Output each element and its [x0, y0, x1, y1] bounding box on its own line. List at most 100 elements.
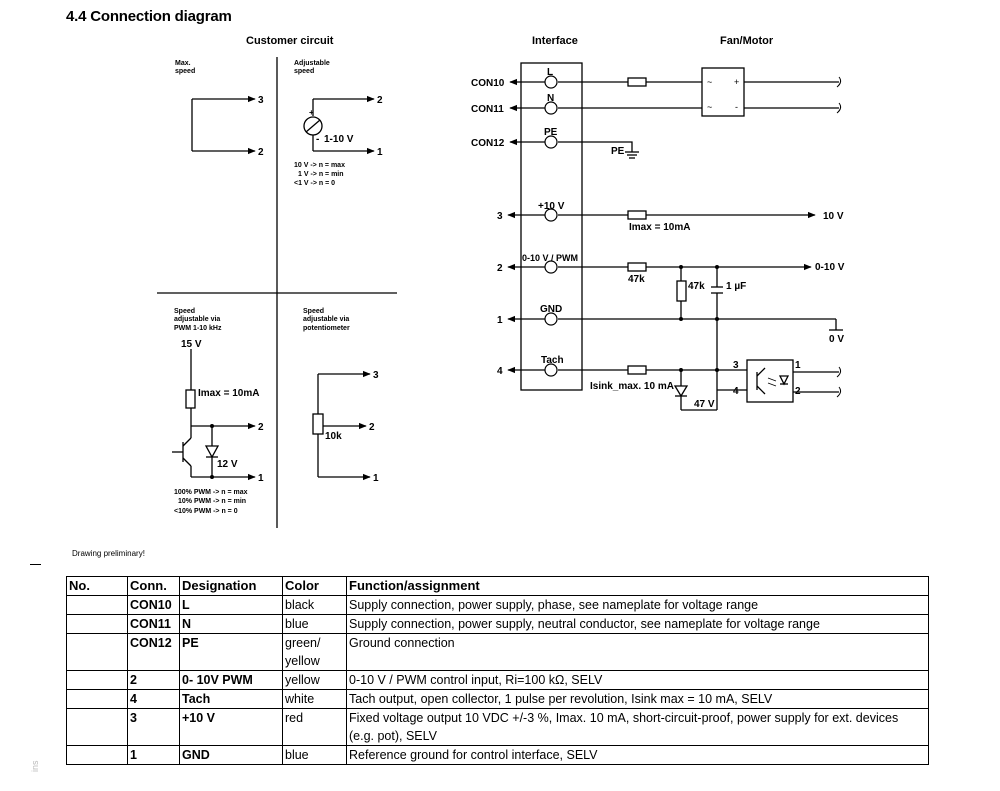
cell-designation: PE — [179, 633, 283, 671]
customer-circuit-title: Customer circuit — [246, 35, 334, 47]
con10-label: CON10 — [471, 78, 505, 89]
cell-function: Reference ground for control interface, … — [346, 745, 929, 765]
opto-3: 3 — [733, 360, 739, 371]
q1-terminal-2: 2 — [258, 147, 264, 158]
cell-conn: 4 — [127, 689, 180, 709]
cell-no — [66, 595, 128, 615]
cell-function: Fixed voltage output 10 VDC +/-3 %, Imax… — [346, 708, 929, 746]
cell-function: Tach output, open collector, 1 pulse per… — [346, 689, 929, 709]
q3-label-1: Speed — [174, 308, 195, 315]
cell-conn: 1 — [127, 745, 180, 765]
cell-designation: GND — [179, 745, 283, 765]
pin-pe: PE — [544, 127, 558, 138]
q2-label-1: Adjustable — [294, 60, 330, 67]
con11-label: CON11 — [471, 104, 504, 115]
interface-title: Interface — [532, 35, 578, 47]
q2-plus: + — [309, 108, 314, 117]
q4-terminal-1: 1 — [373, 473, 379, 484]
q3-label-3: PWM 1-10 kHz — [174, 325, 222, 332]
q3-note-2: 10% PWM -> n = min — [178, 498, 246, 505]
out-10v: 10 V — [823, 211, 844, 222]
ext-2: 2 — [497, 263, 503, 274]
cell-function: Supply connection, power supply, neutral… — [346, 614, 929, 634]
box-bl: ~ — [707, 102, 712, 112]
ext-3: 3 — [497, 211, 503, 222]
cell-no — [66, 670, 128, 690]
r47k-b-label: 47k — [688, 281, 705, 292]
cell-designation: 0- 10V PWM — [179, 670, 283, 690]
opto-4: 4 — [733, 386, 739, 397]
pin-0-10v: 0-10 V / PWM — [522, 253, 578, 263]
box-tr: + — [734, 77, 739, 87]
table-row: CON11 N blue Supply connection, power su… — [66, 614, 929, 634]
q2-terminal-1: 1 — [377, 147, 383, 158]
cell-designation: Tach — [179, 689, 283, 709]
connection-diagram: Customer circuit Interface Fan/Motor Max… — [157, 35, 845, 528]
q3-note-3: <10% PWM -> n = 0 — [174, 508, 238, 515]
q3-15v: 15 V — [181, 339, 202, 350]
cell-no — [66, 633, 128, 671]
table-row: CON10 L black Supply connection, power s… — [66, 595, 929, 615]
c1uf-label: 1 µF — [726, 281, 746, 292]
q2-voltage: 1-10 V — [324, 134, 354, 145]
table-row: 3 +10 V red Fixed voltage output 10 VDC … — [66, 708, 929, 746]
q4-label-2: adjustable via — [303, 316, 349, 323]
table-row: 1 GND blue Reference ground for control … — [66, 745, 929, 765]
isink-label: Isink_max. 10 mA — [590, 381, 674, 392]
q1-terminal-3: 3 — [258, 95, 264, 106]
imax-label: Imax = 10mA — [629, 222, 690, 233]
cell-no — [66, 614, 128, 634]
pin-10v: +10 V — [538, 201, 565, 212]
header-designation: Designation — [179, 576, 283, 596]
cell-color: blue — [282, 614, 347, 634]
q4-terminal-2: 2 — [369, 422, 375, 433]
opto-2: 2 — [795, 386, 801, 397]
r47k-a-label: 47k — [628, 274, 645, 285]
pin-n: N — [547, 93, 554, 104]
q3-12v: 12 V — [217, 459, 238, 470]
header-color: Color — [282, 576, 347, 596]
q3-imax: Imax = 10mA — [198, 388, 259, 399]
table-row: 4 Tach white Tach output, open collector… — [66, 689, 929, 709]
page-heading: 4.4 Connection diagram — [66, 8, 232, 25]
q2-note-3: <1 V -> n = 0 — [294, 180, 335, 187]
cell-designation: N — [179, 614, 283, 634]
q4-terminal-3: 3 — [373, 370, 379, 381]
q2-terminal-2: 2 — [377, 95, 383, 106]
cell-color: blue — [282, 745, 347, 765]
q4-10k: 10k — [325, 431, 342, 442]
cell-color: black — [282, 595, 347, 615]
ext-1: 1 — [497, 315, 503, 326]
cell-conn: 2 — [127, 670, 180, 690]
q2-note-2: 1 V -> n = min — [298, 171, 344, 178]
q1-label-1: Max. — [175, 60, 191, 67]
q2-minus: - — [316, 134, 319, 145]
pe-ground-label: PE — [611, 146, 625, 157]
cell-designation: +10 V — [179, 708, 283, 746]
q3-terminal-1: 1 — [258, 473, 264, 484]
cell-no — [66, 708, 128, 746]
header-no: No. — [66, 576, 128, 596]
cell-color: white — [282, 689, 347, 709]
out-0v: 0 V — [829, 334, 844, 345]
cell-designation: L — [179, 595, 283, 615]
pin-tach: Tach — [541, 355, 564, 366]
box-tl: ~ — [707, 77, 712, 87]
cell-function: 0-10 V / PWM control input, Ri=100 kΩ, S… — [346, 670, 929, 690]
q4-label-1: Speed — [303, 308, 324, 315]
q2-note-1: 10 V -> n = max — [294, 162, 345, 169]
cell-conn: CON11 — [127, 614, 180, 634]
pin-l: L — [547, 67, 553, 78]
cell-color: red — [282, 708, 347, 746]
cell-conn: CON10 — [127, 595, 180, 615]
q3-terminal-2: 2 — [258, 422, 264, 433]
table-row: 2 0- 10V PWM yellow 0-10 V / PWM control… — [66, 670, 929, 690]
cell-function: Ground connection — [346, 633, 929, 671]
cell-no — [66, 745, 128, 765]
q4-label-3: potentiometer — [303, 325, 350, 332]
table-row: CON12 PE green/ yellow Ground connection — [66, 633, 929, 671]
q3-note-1: 100% PWM -> n = max — [174, 489, 248, 496]
connection-table: No. Conn. Designation Color Function/ass… — [66, 576, 929, 765]
q2-label-2: speed — [294, 68, 314, 75]
cell-conn: CON12 — [127, 633, 180, 671]
